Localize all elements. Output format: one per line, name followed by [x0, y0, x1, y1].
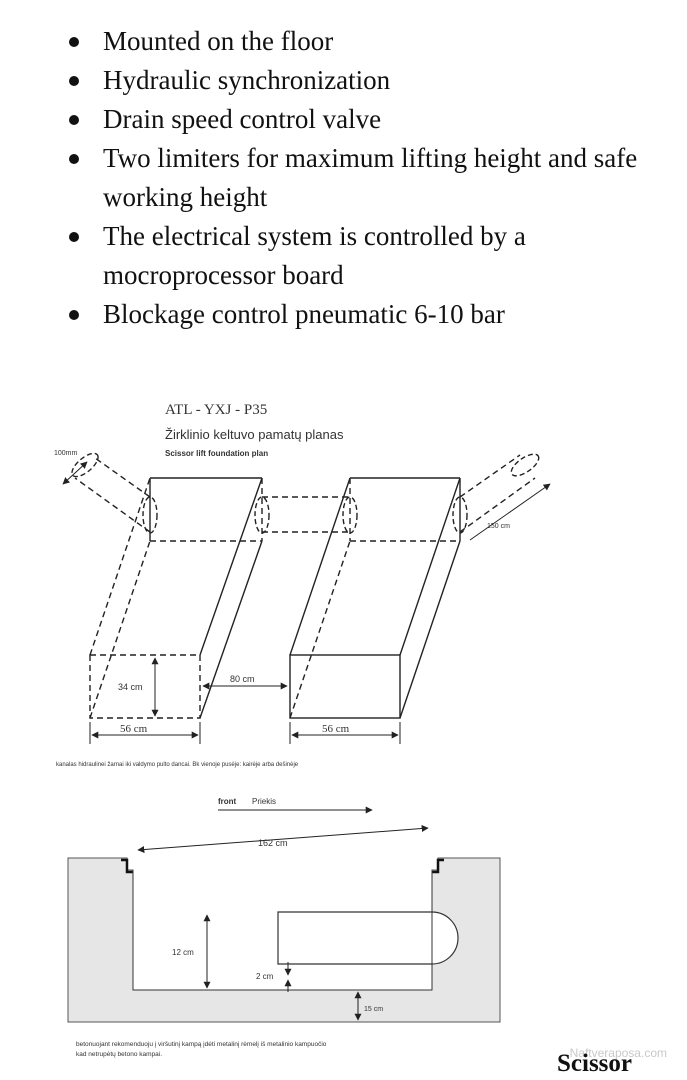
- section-dimensions: [137, 824, 429, 1021]
- dim-100mm: 100mm: [54, 450, 78, 457]
- section-view: [67, 857, 501, 1023]
- drawing-model: ATL - YXJ - P35: [165, 402, 267, 418]
- drawing-title-en: Scissor lift foundation plan: [165, 449, 268, 458]
- dim-162cm: 162 cm: [258, 838, 288, 848]
- note-concrete-line1: betonuojant rekomenduoju į viršutinį kam…: [76, 1041, 327, 1048]
- feature-item: Blockage control pneumatic 6-10 bar: [0, 295, 687, 334]
- feature-text: Blockage control pneumatic 6-10 bar: [103, 299, 505, 329]
- feature-text: Drain speed control valve: [103, 104, 382, 134]
- front-en: front: [218, 797, 237, 806]
- feature-item: Drain speed control valve: [0, 100, 687, 139]
- dim-150cm: 150 cm: [487, 523, 510, 530]
- dim-80cm: 80 cm: [230, 674, 255, 684]
- note-concrete-line2: kad netrupėtų betono kampai.: [76, 1051, 162, 1058]
- feature-item: The electrical system is controlled by a…: [0, 217, 687, 295]
- dim-15cm: 15 cm: [364, 1006, 383, 1013]
- bullet-icon: [69, 232, 79, 242]
- bullet-icon: [69, 154, 79, 164]
- caption: Scissor: [557, 1050, 632, 1077]
- feature-text: Hydraulic synchronization: [103, 65, 391, 95]
- dim-56cm-left: 56 cm: [120, 723, 148, 735]
- feature-text: The electrical system is controlled by a…: [103, 221, 526, 290]
- dim-2cm: 2 cm: [256, 972, 274, 981]
- feature-text: Two limiters for maximum lifting height …: [103, 143, 638, 212]
- drawing-title-lt: Žirklinio keltuvo pamatų planas: [165, 427, 344, 442]
- bullet-icon: [69, 115, 79, 125]
- watermark: Naftveraposa.com: [569, 1046, 667, 1060]
- bullet-icon: [69, 37, 79, 47]
- dim-56cm-right: 56 cm: [322, 723, 350, 735]
- feature-item: Mounted on the floor: [0, 22, 687, 61]
- front-lt: Priekis: [252, 797, 276, 806]
- bullet-icon: [69, 76, 79, 86]
- isometric-view: [71, 452, 540, 719]
- bullet-icon: [69, 310, 79, 320]
- note-channels: kanalas hidraulinei žarnai iki valdymo p…: [56, 762, 299, 768]
- isometric-dimensions: [62, 461, 551, 744]
- feature-item: Hydraulic synchronization: [0, 61, 687, 100]
- feature-item: Two limiters for maximum lifting height …: [0, 139, 687, 217]
- dim-12cm: 12 cm: [172, 948, 194, 957]
- feature-list: Mounted on the floor Hydraulic synchroni…: [0, 22, 687, 334]
- dim-34cm: 34 cm: [118, 682, 143, 692]
- feature-text: Mounted on the floor: [103, 26, 334, 56]
